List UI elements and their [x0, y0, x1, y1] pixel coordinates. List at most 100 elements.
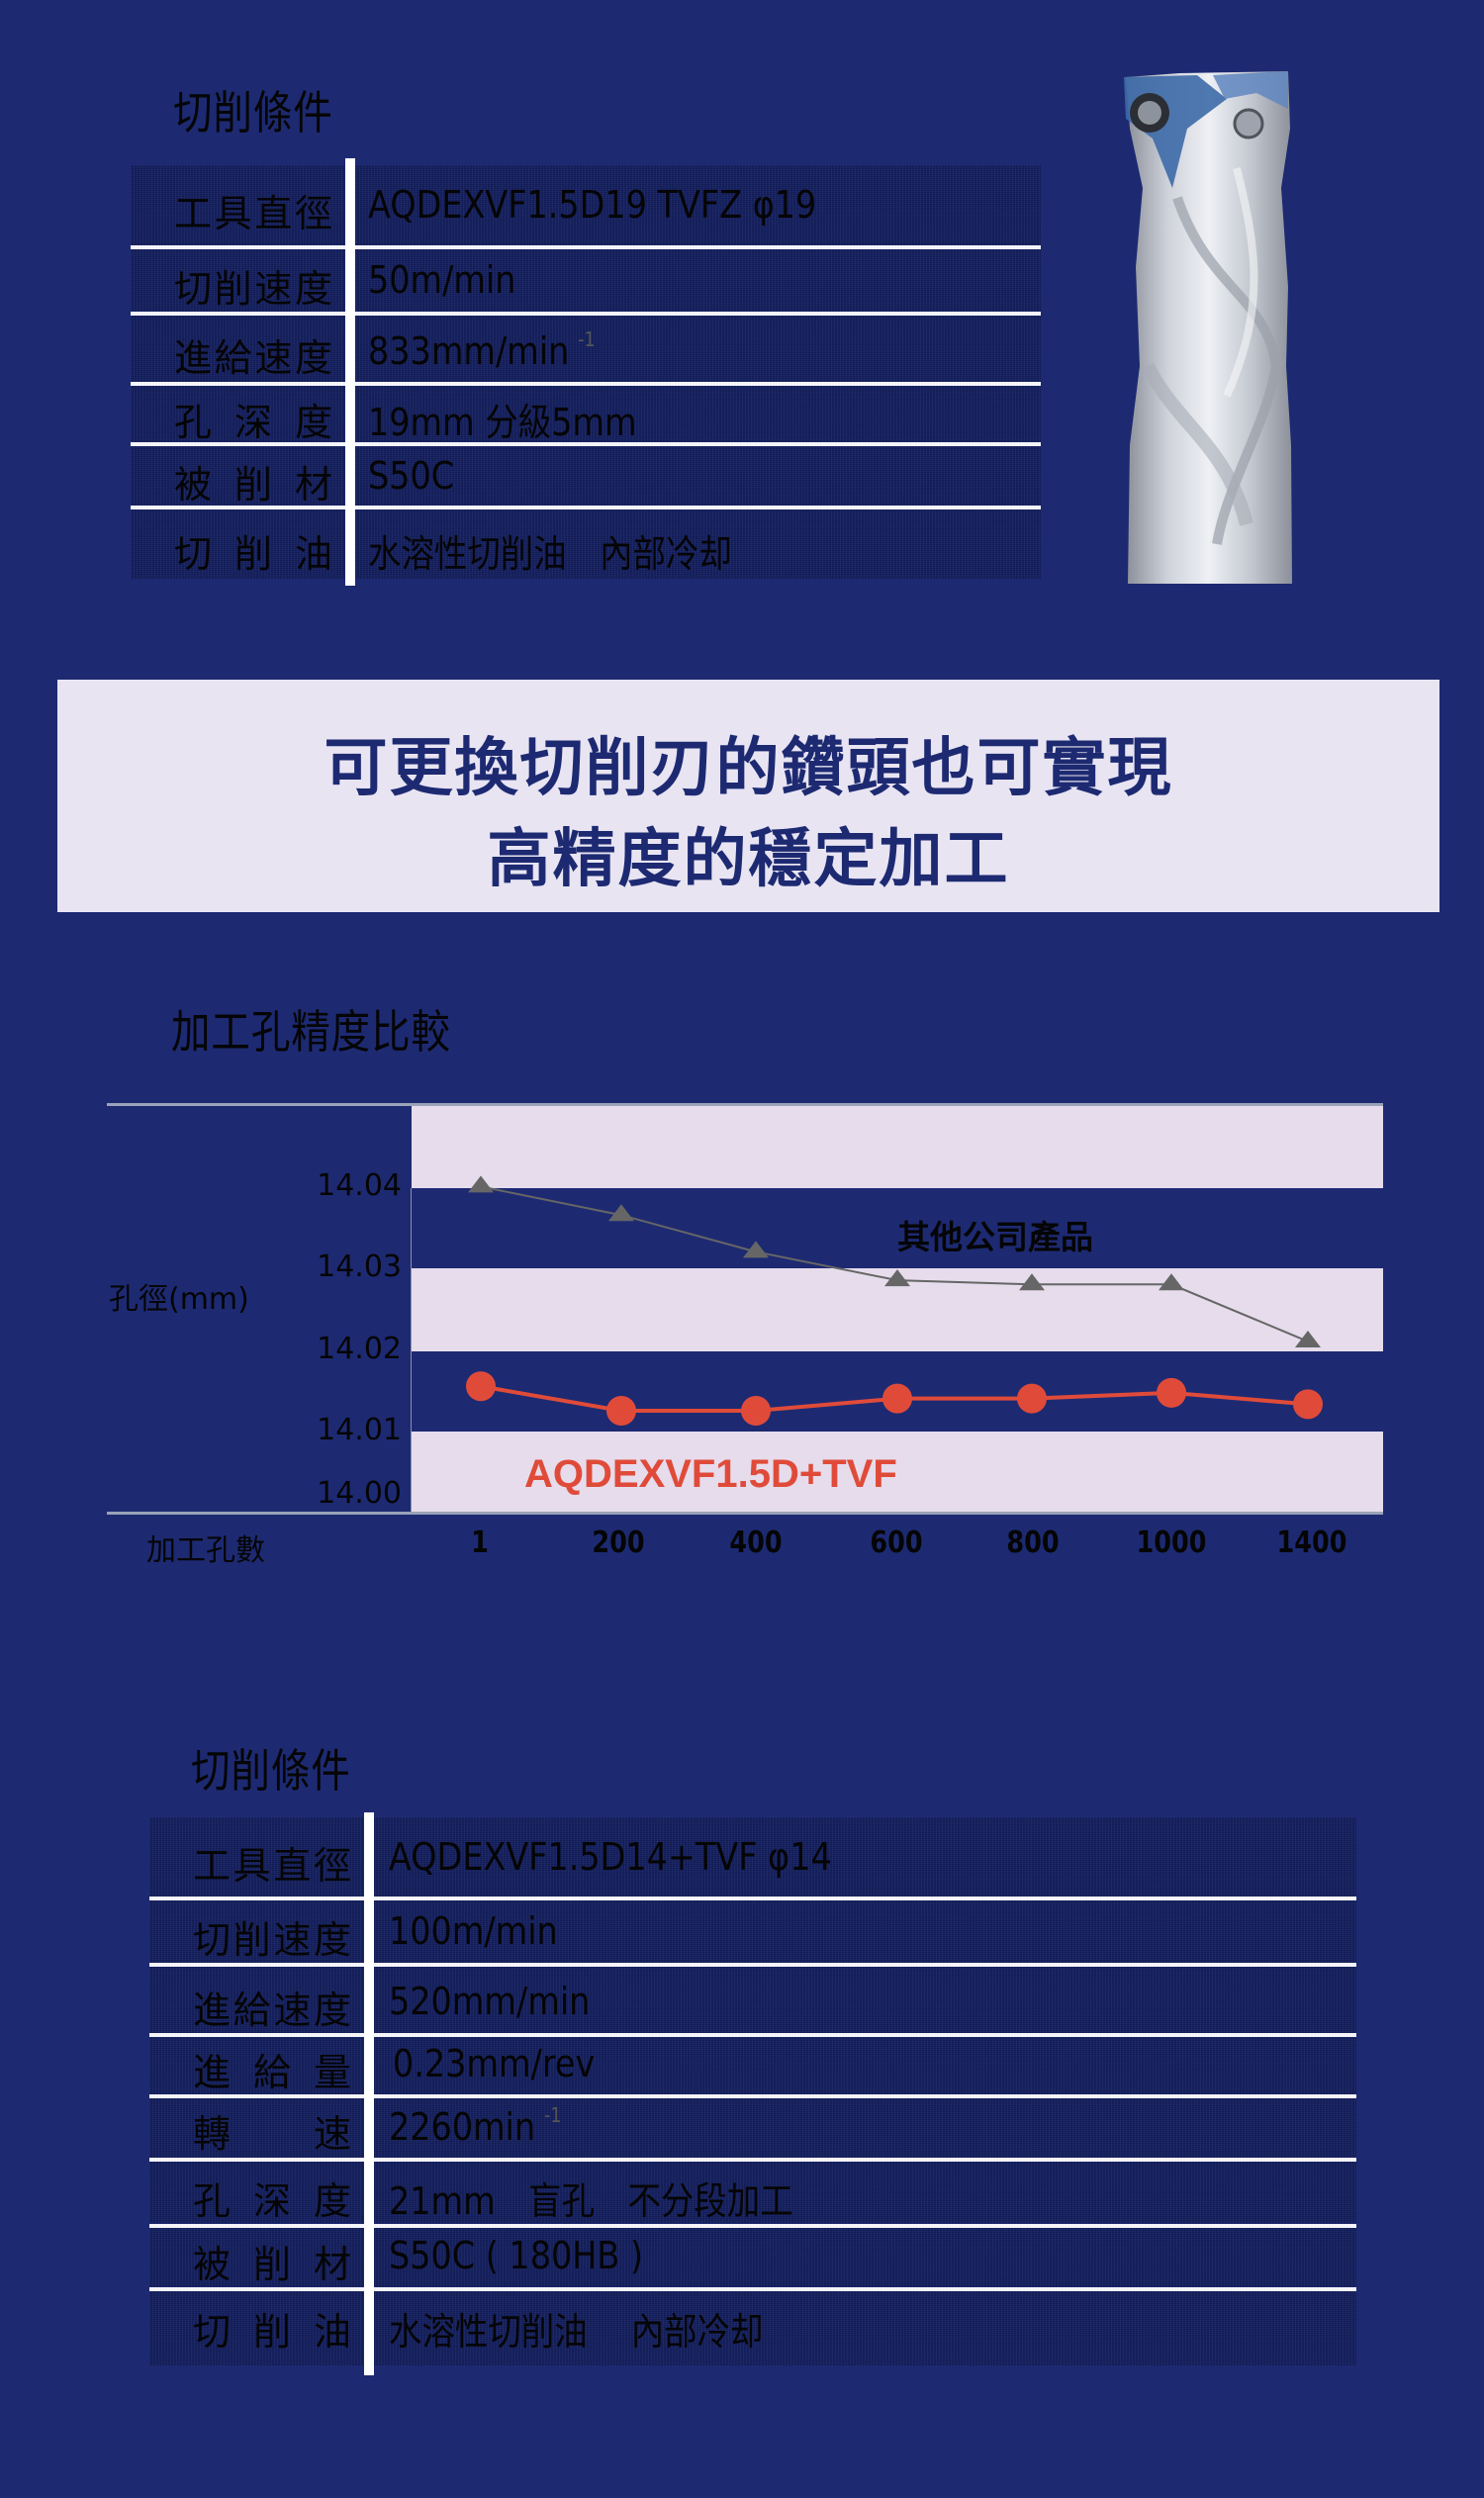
row-divider: [149, 1897, 1356, 1900]
triangle-marker-icon: [743, 1241, 769, 1258]
triangle-marker-icon: [1159, 1273, 1184, 1291]
x-tick: 400: [729, 1526, 783, 1560]
headline-banner: 可更換切削刃的鑽頭也可實現 高精度的穩定加工: [57, 680, 1439, 912]
row-value: 水溶性切削油 內部冷却: [368, 532, 732, 576]
headline-line-1: 可更換切削刃的鑽頭也可實現: [324, 732, 1173, 805]
row-value: 水溶性切削油 內部冷却: [389, 2310, 764, 2354]
row-label: 被削材: [174, 463, 332, 507]
row-value: 0.23mm/rev: [393, 2042, 596, 2085]
row-label: 切削油: [174, 532, 332, 576]
circle-marker-icon: [882, 1383, 912, 1414]
triangle-marker-icon: [884, 1269, 910, 1287]
x-tick: 1: [471, 1526, 489, 1560]
row-label: 切削油: [193, 2310, 351, 2354]
chart-section-title: 加工孔精度比較: [171, 1005, 451, 1059]
x-tick: 1000: [1136, 1526, 1207, 1560]
row-label: 進給量: [193, 2051, 351, 2094]
circle-marker-icon: [466, 1371, 496, 1402]
row-divider: [149, 1963, 1356, 1967]
row-value: 50m/min: [368, 258, 516, 302]
x-tick: 600: [870, 1526, 923, 1560]
table-row: 切削速度 100m/min: [149, 1899, 1356, 1963]
table-row: 工具直徑 AQDEXVF1.5D14+TVF φ14: [149, 1817, 1356, 1897]
row-label: 切削速度: [193, 1918, 351, 1962]
x-axis-label: 加工孔數: [146, 1533, 265, 1568]
column-separator: [345, 158, 355, 586]
row-value: 833mm/min-1: [368, 327, 596, 373]
table-row: 被削材 S50C: [131, 446, 1041, 507]
circle-marker-icon: [606, 1396, 636, 1426]
x-tick: 200: [592, 1526, 645, 1560]
row-label: 工具直徑: [174, 192, 332, 235]
superscript: -1: [543, 2103, 562, 2127]
row-divider: [149, 2033, 1356, 2037]
circle-marker-icon: [741, 1396, 771, 1426]
drill-tool-image: [1118, 69, 1306, 589]
row-label: 工具直徑: [193, 1844, 351, 1888]
row-value: 100m/min: [389, 1909, 558, 1953]
section-title-cutting-conditions-2: 切削條件: [191, 1744, 351, 1798]
row-divider: [131, 506, 1041, 509]
row-value: 19mm 分級5mm: [368, 401, 637, 444]
table-row: 轉速 2260min-1: [149, 2097, 1356, 2158]
table-row: 進給速度 520mm/min: [149, 1966, 1356, 2033]
series-label-aqdexvf: AQDEXVF1.5D+TVF: [524, 1452, 897, 1496]
headline-line-2: 高精度的穩定加工: [487, 823, 1010, 896]
triangle-marker-icon: [608, 1204, 634, 1222]
row-divider: [131, 245, 1041, 249]
row-value: AQDEXVF1.5D19 TVFZ φ19: [368, 183, 817, 227]
x-tick: 800: [1006, 1526, 1060, 1560]
chart-top-rule: [107, 1103, 1383, 1106]
row-divider: [131, 442, 1041, 446]
row-divider: [149, 2224, 1356, 2228]
row-value: 21mm 盲孔 不分段加工: [389, 2179, 793, 2223]
circle-marker-icon: [1293, 1389, 1323, 1420]
row-divider: [149, 2094, 1356, 2098]
table-row: 工具直徑 AQDEXVF1.5D19 TVFZ φ19: [131, 165, 1041, 246]
table-row: 進給量 0.23mm/rev: [149, 2036, 1356, 2094]
table-row: 被削材 S50C ( 180HB ): [149, 2226, 1356, 2286]
y-axis-line: [411, 1188, 412, 1513]
row-value: AQDEXVF1.5D14+TVF φ14: [389, 1835, 832, 1879]
cutting-conditions-table-2: 工具直徑 AQDEXVF1.5D14+TVF φ14 切削速度 100m/min…: [149, 1812, 1356, 2375]
circle-marker-icon: [1157, 1377, 1186, 1408]
circle-marker-icon: [1017, 1383, 1047, 1414]
table-row: 孔深度 19mm 分級5mm: [131, 386, 1041, 444]
y-tick: 14.01: [317, 1413, 402, 1447]
table-row: 切削油 水溶性切削油 內部冷却: [149, 2289, 1356, 2365]
row-value: S50C: [368, 454, 455, 498]
y-tick: 14.00: [317, 1476, 402, 1511]
chart-band: [412, 1188, 1383, 1268]
y-tick: 14.02: [317, 1332, 402, 1366]
row-value: S50C ( 180HB ): [389, 2234, 644, 2277]
series-line: [480, 1185, 1309, 1342]
row-label: 轉速: [193, 2112, 351, 2156]
row-label: 切削速度: [174, 267, 332, 311]
triangle-marker-icon: [1019, 1273, 1045, 1291]
triangle-marker-icon: [1295, 1330, 1321, 1347]
chart-bottom-rule: [107, 1512, 1383, 1515]
row-label: 孔深度: [193, 2179, 351, 2223]
triangle-marker-icon: [468, 1175, 494, 1193]
row-value: 520mm/min: [389, 1980, 591, 2023]
section-title-cutting-conditions-1: 切削條件: [173, 86, 333, 139]
series-label-competitor: 其他公司產品: [897, 1218, 1093, 1256]
chart-band: [412, 1432, 1383, 1513]
table-row: 孔深度 21mm 盲孔 不分段加工: [149, 2161, 1356, 2223]
table-row: 切削速度 50m/min: [131, 248, 1041, 313]
row-label: 進給速度: [193, 1989, 351, 2032]
row-value: 2260min-1: [389, 2103, 562, 2149]
row-divider: [149, 2287, 1356, 2291]
y-axis-label: 孔徑(mm): [109, 1282, 249, 1317]
row-label: 進給速度: [174, 336, 332, 380]
chart-band: [412, 1105, 1383, 1188]
cutting-conditions-table-1: 工具直徑 AQDEXVF1.5D19 TVFZ φ19 切削速度 50m/min…: [131, 158, 1041, 586]
row-divider: [131, 312, 1041, 316]
superscript: -1: [578, 327, 596, 351]
x-tick: 1400: [1276, 1526, 1347, 1560]
chart-plot-area: [466, 1175, 1323, 1426]
row-label: 被削材: [193, 2243, 351, 2286]
y-tick: 14.04: [317, 1168, 402, 1203]
row-label: 孔深度: [174, 401, 332, 444]
column-separator: [364, 1812, 374, 2375]
